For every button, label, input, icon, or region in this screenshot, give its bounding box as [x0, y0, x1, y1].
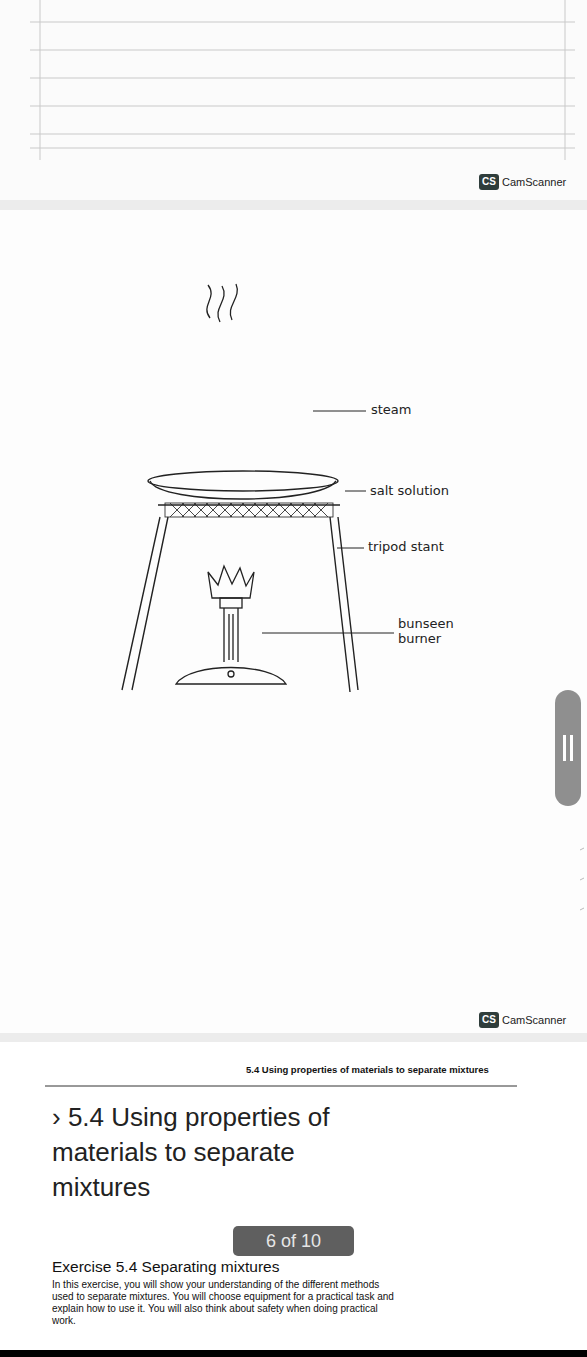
ruled-lines [30, 0, 575, 160]
part-label: steam [371, 402, 412, 418]
part-label: salt solution [370, 483, 449, 499]
part-label: tripod stant [368, 539, 444, 555]
top-page [0, 0, 587, 200]
section-heading: › 5.4 Using properties of materials to s… [52, 1100, 372, 1205]
pause-button [555, 690, 581, 806]
bunsen-burner [176, 566, 286, 684]
evaporating-dish [148, 471, 338, 499]
steam-squiggles [207, 284, 237, 322]
bottom-page [0, 1042, 587, 1350]
exercise-heading: Exercise 5.4 Separating mixtures [52, 1258, 279, 1277]
leader-lines [262, 411, 394, 633]
tripod-stand [122, 505, 358, 692]
part-label: bunseen burner [398, 617, 460, 647]
running-header: 5.4 Using properties of materials to sep… [246, 1064, 489, 1075]
watermark: CamScanner [502, 1014, 566, 1027]
exercise-intro: In this exercise, you will show your und… [52, 1279, 397, 1327]
header-rule [45, 1086, 517, 1087]
bottom-bar [0, 1350, 587, 1357]
edge-ticks [580, 848, 584, 910]
page-counter-overlay: 6 of 10 [233, 1226, 354, 1256]
middle-page [0, 210, 587, 1033]
watermark: CamScanner [502, 176, 566, 189]
logo-badge: CS [479, 1012, 499, 1028]
logo-badge: CS [479, 174, 499, 190]
